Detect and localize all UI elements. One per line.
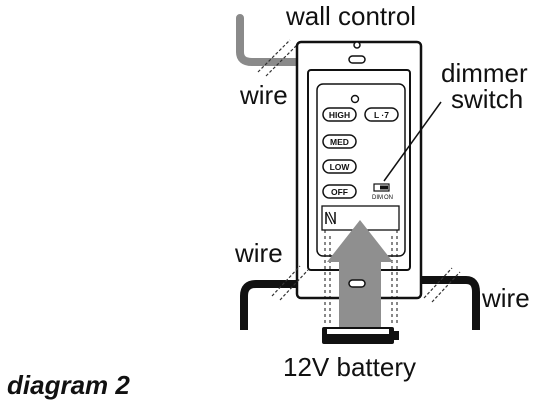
wire-right-label: wire bbox=[481, 283, 530, 313]
high-button-label: HIGH bbox=[329, 110, 350, 120]
dimmer-leader-line bbox=[383, 101, 442, 182]
battery-symbol-icon bbox=[325, 211, 336, 225]
light-button-label: L ·7 bbox=[374, 110, 389, 120]
off-button[interactable]: OFF bbox=[322, 184, 357, 199]
top-wire bbox=[236, 14, 309, 77]
top-screw-icon bbox=[348, 41, 366, 64]
left-wire bbox=[240, 265, 309, 330]
on-label: ON bbox=[384, 195, 393, 201]
wire-top-label: wire bbox=[239, 80, 288, 110]
dimmer-switch[interactable]: DIM ON bbox=[372, 183, 393, 201]
dim-label: DIM bbox=[372, 195, 383, 201]
dimmer-label-line1: dimmer bbox=[441, 58, 528, 88]
insert-arrow bbox=[327, 220, 393, 332]
bottom-screw-icon bbox=[348, 279, 366, 288]
low-button[interactable]: LOW bbox=[322, 159, 357, 174]
med-button-label: MED bbox=[330, 137, 349, 147]
wall-control-label: wall control bbox=[285, 1, 416, 31]
high-button[interactable]: HIGH bbox=[322, 107, 357, 122]
battery-icon bbox=[322, 327, 399, 344]
battery-guide-lines bbox=[324, 230, 398, 326]
light-button[interactable]: L ·7 bbox=[364, 107, 399, 122]
low-button-label: LOW bbox=[330, 162, 351, 172]
battery-label: 12V battery bbox=[283, 352, 416, 382]
indicator-led-icon bbox=[350, 94, 360, 104]
med-button[interactable]: MED bbox=[322, 134, 357, 149]
diagram-caption: diagram 2 bbox=[7, 370, 130, 400]
dimmer-label-line2: switch bbox=[451, 84, 523, 114]
off-button-label: OFF bbox=[331, 187, 348, 197]
wire-left-label: wire bbox=[234, 238, 283, 268]
right-wire bbox=[421, 267, 480, 330]
